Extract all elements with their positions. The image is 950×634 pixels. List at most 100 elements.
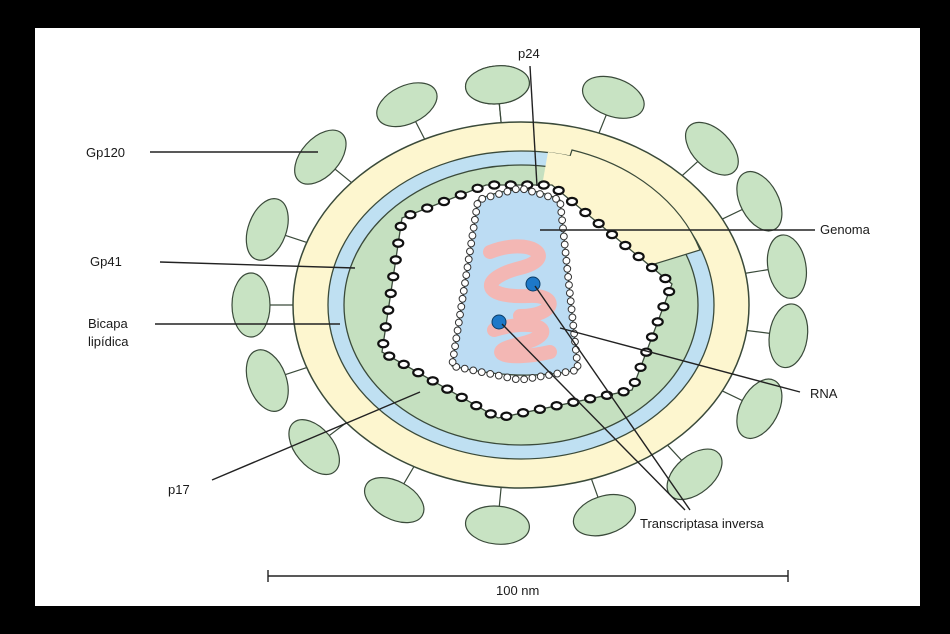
p24-bead bbox=[458, 303, 465, 310]
p24-bead bbox=[457, 311, 464, 318]
p24-bead bbox=[537, 191, 544, 198]
p24-bead bbox=[496, 191, 503, 198]
p17-dot bbox=[457, 394, 467, 401]
p17-dot bbox=[471, 402, 481, 409]
gp120-head bbox=[357, 468, 431, 532]
p17-dot bbox=[439, 198, 449, 205]
p17-dot bbox=[396, 223, 406, 230]
p24-bead bbox=[460, 288, 467, 295]
p17-dot bbox=[386, 290, 396, 297]
p24-bead bbox=[564, 265, 571, 272]
gp120-head bbox=[763, 232, 812, 302]
p24-bead bbox=[487, 193, 494, 200]
p17-dot bbox=[428, 377, 438, 384]
p24-bead bbox=[566, 282, 573, 289]
p17-dot bbox=[413, 369, 423, 376]
p24-bead bbox=[512, 376, 519, 383]
p24-bead bbox=[474, 201, 481, 208]
p24-bead bbox=[452, 343, 459, 350]
p17-dot bbox=[554, 187, 564, 194]
p17-dot bbox=[489, 181, 499, 188]
p24-bead bbox=[568, 306, 575, 313]
p17-dot bbox=[501, 413, 511, 420]
scale-bar bbox=[268, 570, 788, 582]
p24-bead bbox=[521, 376, 528, 383]
label-bicapa-line1: Bicapa bbox=[88, 316, 129, 331]
p17-dot bbox=[658, 303, 668, 310]
gp120-head bbox=[232, 273, 270, 337]
label-gp120: Gp120 bbox=[86, 145, 125, 160]
p17-dot bbox=[647, 264, 657, 271]
p17-dot bbox=[539, 181, 549, 188]
p17-dot bbox=[422, 205, 432, 212]
gp120-head bbox=[464, 63, 531, 106]
p24-bead bbox=[570, 322, 577, 329]
p24-bead bbox=[450, 351, 457, 358]
p17-dot bbox=[456, 191, 466, 198]
p24-bead bbox=[464, 264, 471, 271]
p24-bead bbox=[512, 186, 519, 193]
p17-dot bbox=[653, 318, 663, 325]
p24-bead bbox=[468, 240, 475, 247]
p24-bead bbox=[472, 216, 479, 223]
p24-bead bbox=[462, 280, 469, 287]
gp120-head bbox=[370, 74, 444, 135]
p24-bead bbox=[529, 188, 536, 195]
label-genoma: Genoma bbox=[820, 222, 871, 237]
p17-dot bbox=[393, 240, 403, 247]
p24-bead bbox=[473, 208, 480, 215]
p17-dot bbox=[473, 185, 483, 192]
p24-bead bbox=[529, 374, 536, 381]
p24-bead bbox=[461, 365, 468, 372]
gp120-head bbox=[285, 121, 356, 194]
p24-bead bbox=[504, 188, 511, 195]
p24-bead bbox=[537, 373, 544, 380]
p17-dot bbox=[647, 333, 657, 340]
p24-bead bbox=[467, 248, 474, 255]
p24-bead bbox=[504, 374, 511, 381]
p24-bead bbox=[545, 193, 552, 200]
p17-dot bbox=[585, 395, 595, 402]
p24-bead bbox=[454, 327, 461, 334]
p24-bead bbox=[560, 233, 567, 240]
label-bicapa-line2: lipídica bbox=[88, 334, 129, 349]
p17-dot bbox=[535, 406, 545, 413]
label-transcriptasa: Transcriptasa inversa bbox=[640, 516, 765, 531]
label-p17: p17 bbox=[168, 482, 190, 497]
p17-dot bbox=[399, 361, 409, 368]
p24-bead bbox=[465, 256, 472, 263]
p17-dot bbox=[580, 209, 590, 216]
p24-bead bbox=[478, 369, 485, 376]
p24-bead bbox=[566, 290, 573, 297]
p17-dot bbox=[384, 353, 394, 360]
p17-dot bbox=[630, 379, 640, 386]
p17-dot bbox=[619, 388, 629, 395]
label-rna: RNA bbox=[810, 386, 838, 401]
p24-bead bbox=[554, 370, 561, 377]
p17-dot bbox=[518, 409, 528, 416]
reverse-transcriptase-enzyme bbox=[526, 277, 540, 291]
label-p24: p24 bbox=[518, 46, 540, 61]
p24-bead bbox=[559, 217, 566, 224]
p17-dot bbox=[388, 273, 398, 280]
p24-bead bbox=[561, 241, 568, 248]
gp120-head bbox=[238, 344, 296, 417]
gp120-head bbox=[658, 439, 731, 509]
p17-dot bbox=[664, 288, 674, 295]
p17-dot bbox=[378, 340, 388, 347]
p24-bead bbox=[565, 274, 572, 281]
p17-dot bbox=[442, 386, 452, 393]
scale-bar-label: 100 nm bbox=[496, 583, 539, 598]
p24-bead bbox=[569, 314, 576, 321]
p17-dot bbox=[486, 410, 496, 417]
p17-dot bbox=[381, 323, 391, 330]
p24-bead bbox=[469, 232, 476, 239]
gp120-head bbox=[728, 164, 792, 238]
p24-bead bbox=[463, 272, 470, 279]
p24-bead bbox=[487, 370, 494, 377]
p17-dot bbox=[607, 231, 617, 238]
gp120-head bbox=[728, 372, 792, 446]
gp120-head bbox=[577, 69, 650, 127]
p17-dot bbox=[405, 211, 415, 218]
